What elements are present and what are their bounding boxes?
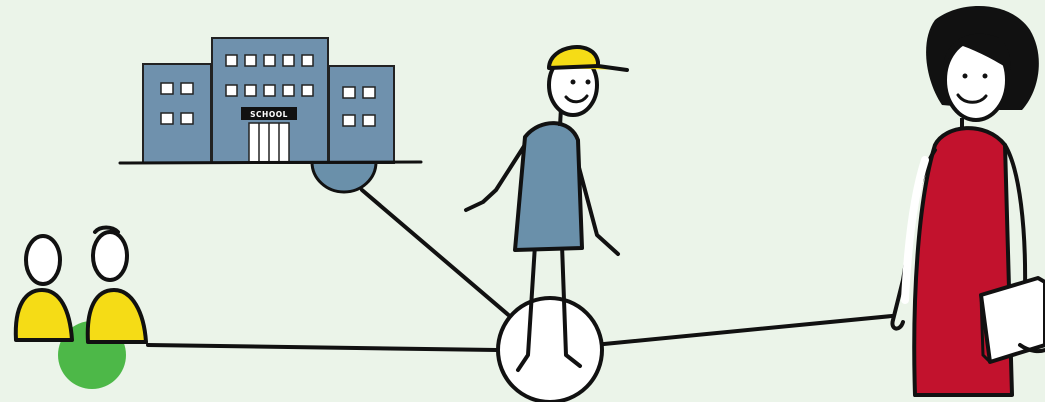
hub-node-disc bbox=[496, 296, 604, 402]
school-sign-text: SCHOOL bbox=[250, 110, 288, 119]
school-building-icon: SCHOOL bbox=[118, 37, 423, 194]
connector-student-teacher bbox=[602, 314, 894, 346]
teacher-icon bbox=[890, 6, 1045, 397]
connectors bbox=[146, 188, 894, 352]
school-sign bbox=[241, 107, 297, 120]
school-node-disc bbox=[310, 160, 378, 194]
children-icon bbox=[13, 225, 148, 389]
book-icon bbox=[979, 276, 1045, 364]
student-with-cap-icon bbox=[464, 45, 629, 402]
connector-children-student bbox=[146, 343, 499, 352]
connector-school-student bbox=[360, 188, 514, 320]
